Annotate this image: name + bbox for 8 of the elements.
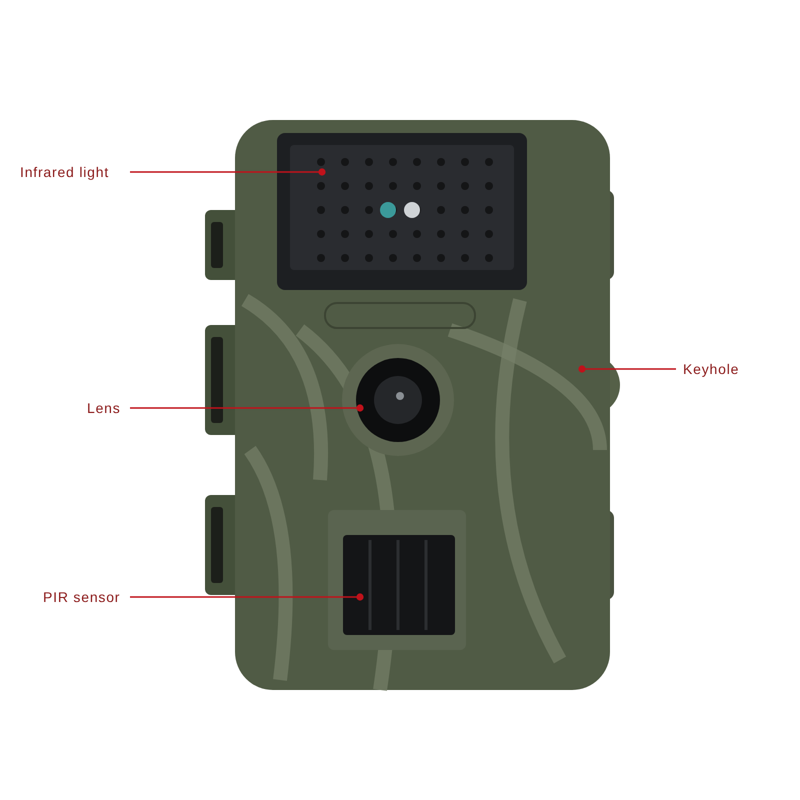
leader-line [578, 365, 676, 373]
leader-line [130, 168, 326, 176]
callout-label: Lens [87, 399, 121, 417]
leader-line [130, 593, 364, 601]
leader-line [130, 404, 364, 412]
callout-label: Keyhole [683, 360, 740, 378]
callout-label: PIR sensor [43, 588, 120, 606]
callout-label: Infrared light [20, 163, 110, 181]
